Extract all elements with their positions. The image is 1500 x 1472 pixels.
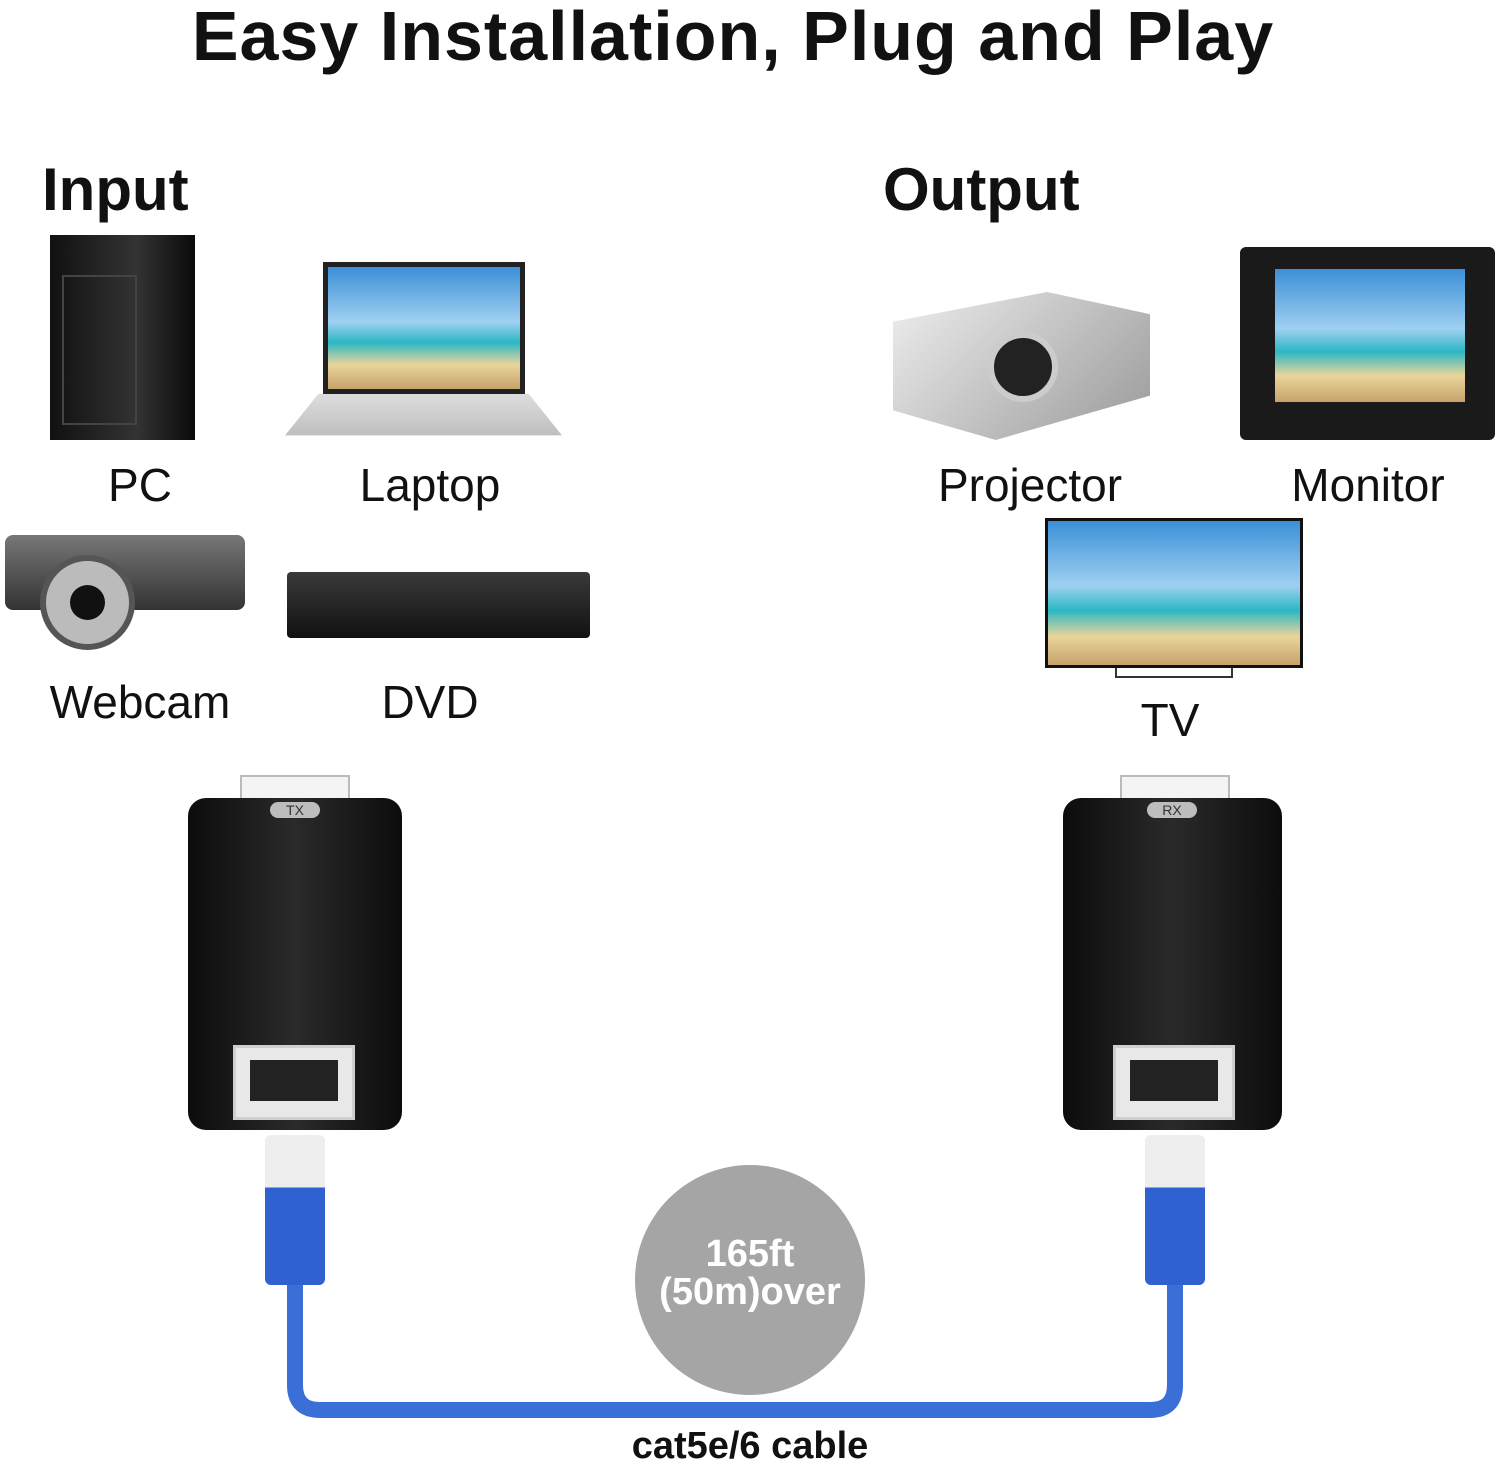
dvd-label: DVD xyxy=(381,676,479,728)
output-heading: Output xyxy=(883,156,1080,223)
distance-badge: 165ft (50m)over xyxy=(635,1165,865,1395)
tx-rj45-connector xyxy=(265,1135,325,1285)
monitor-label: Monitor xyxy=(1291,459,1445,511)
rx-rj45-port xyxy=(1113,1045,1235,1120)
laptop-image xyxy=(285,262,562,440)
projector-image xyxy=(893,262,1150,440)
webcam-image xyxy=(5,535,245,670)
input-heading: Input xyxy=(42,156,189,223)
rx-rj45-connector xyxy=(1145,1135,1205,1285)
tx-rj45-port xyxy=(233,1045,355,1120)
webcam-label: Webcam xyxy=(49,676,231,728)
rx-label: RX xyxy=(1147,802,1197,818)
laptop-label: Laptop xyxy=(359,459,501,511)
distance-line2: (50m)over xyxy=(659,1271,841,1313)
tx-transmitter: TX xyxy=(188,798,402,1130)
pc-label: PC xyxy=(108,459,172,511)
pc-image xyxy=(50,235,195,440)
distance-line1: 165ft xyxy=(705,1233,795,1275)
tv-label: TV xyxy=(1140,694,1200,746)
dvd-image xyxy=(287,572,590,638)
cable-label: cat5e/6 cable xyxy=(631,1425,869,1467)
monitor-image xyxy=(1240,247,1495,440)
projector-label: Projector xyxy=(937,459,1123,511)
page-title: Easy Installation, Plug and Play xyxy=(191,0,1275,75)
rx-receiver: RX xyxy=(1063,798,1282,1130)
tv-image xyxy=(1045,518,1303,680)
tx-label: TX xyxy=(270,802,320,818)
